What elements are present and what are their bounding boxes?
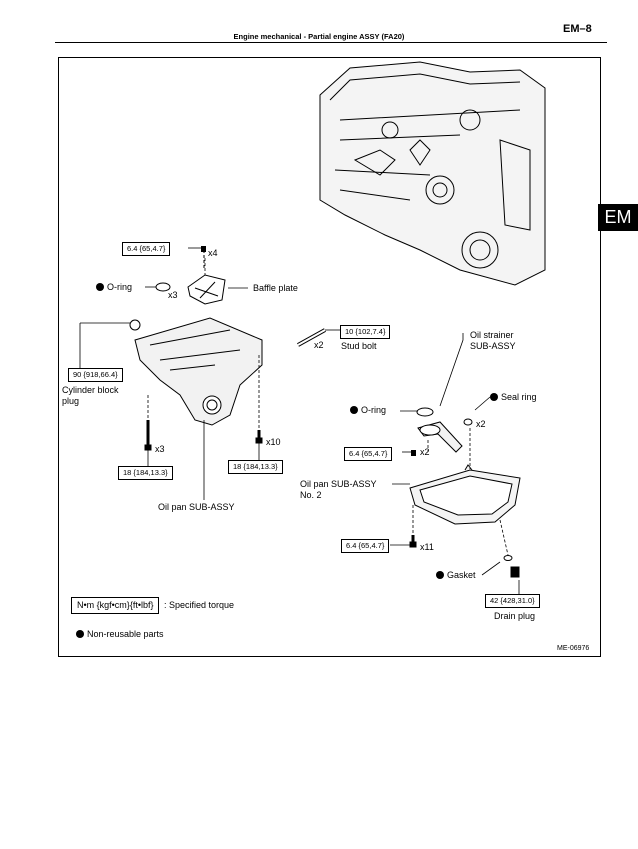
drain-plug-illustration [503, 555, 520, 578]
torque-oil-pan-right: 18 {184,13.3} [228, 460, 283, 474]
torque-oil-pan-left: 18 {184,13.3} [118, 466, 173, 480]
oil-pan-bolt-left-illustration [144, 420, 152, 451]
label-cylinder-block-plug: Cylinder block plug [62, 385, 119, 406]
diagram-frame [58, 57, 601, 657]
oil-pan-bolt-right-illustration [255, 430, 263, 444]
count-oil-pan-right: x10 [266, 437, 281, 447]
oil-pan-illustration [129, 317, 263, 426]
leader-lines [79, 247, 520, 594]
header-rule [55, 42, 607, 43]
oil-strainer-illustration [416, 407, 473, 453]
strainer-bolt-illustration [411, 450, 416, 456]
torque-oil-pan-no2-bolts: 6.4 {65,4.7} [341, 539, 390, 553]
torque-strainer-bolts: 6.4 {65,4.7} [344, 447, 393, 461]
figure-code: ME-06976 [557, 645, 590, 652]
non-reusable-dot-icon [436, 571, 444, 579]
non-reusable-dot-icon [76, 630, 84, 638]
stud-bolt-illustration [297, 328, 326, 347]
count-oil-pan-left: x3 [155, 444, 165, 454]
oil-pan-no2-illustration [409, 464, 521, 525]
label-baffle-plate: Baffle plate [253, 283, 298, 293]
count-seal-ring: x2 [476, 419, 486, 429]
torque-plug: 90 {918,66.4} [68, 368, 123, 382]
torque-stud-bolt: 10 {102,7.4} [340, 325, 391, 339]
baffle-bolt-illustration [201, 246, 206, 252]
oil-pan-no2-bolt-illustration [409, 535, 417, 548]
page-number: EM–8 [563, 23, 592, 35]
torque-drain-plug: 42 {428,31.0} [485, 594, 540, 608]
count-stud-bolt: x2 [314, 340, 324, 350]
label-o-ring-right: O-ring [350, 405, 386, 416]
label-oil-pan: Oil pan SUB-ASSY [158, 502, 235, 512]
legend-units-desc: : Specified torque [163, 600, 234, 610]
label-oil-pan-no2: Oil pan SUB-ASSY No. 2 [300, 479, 377, 500]
label-oil-strainer: Oil strainer SUB-ASSY [470, 330, 516, 351]
legend-units-box: N•m {kgf•cm}{ft•lbf} [71, 597, 160, 614]
label-o-ring-top: O-ring [96, 282, 132, 293]
non-reusable-dot-icon [96, 283, 104, 291]
label-gasket: Gasket [436, 570, 476, 581]
label-stud-bolt: Stud bolt [341, 341, 377, 351]
count-o-ring-top: x3 [168, 290, 178, 300]
section-tab: EM [598, 204, 638, 231]
count-strainer-bolts: x2 [420, 447, 430, 457]
count-oil-pan-no2-bolts: x11 [420, 542, 434, 552]
non-reusable-dot-icon [490, 393, 498, 401]
baffle-plate-illustration [187, 250, 226, 305]
label-seal-ring: Seal ring [490, 392, 537, 403]
label-drain-plug: Drain plug [494, 611, 536, 621]
non-reusable-dot-icon [350, 406, 358, 414]
count-baffle-bolts: x4 [208, 248, 218, 258]
header-title: Engine mechanical - Partial engine ASSY … [233, 32, 405, 41]
torque-baffle-bolts: 6.4 {65,4.7} [122, 242, 171, 256]
legend-torque: N•m {kgf•cm}{ft•lbf} : Specified torque [71, 595, 234, 614]
engine-block-illustration [319, 61, 546, 286]
legend-non-reusable: Non-reusable parts [76, 629, 164, 640]
